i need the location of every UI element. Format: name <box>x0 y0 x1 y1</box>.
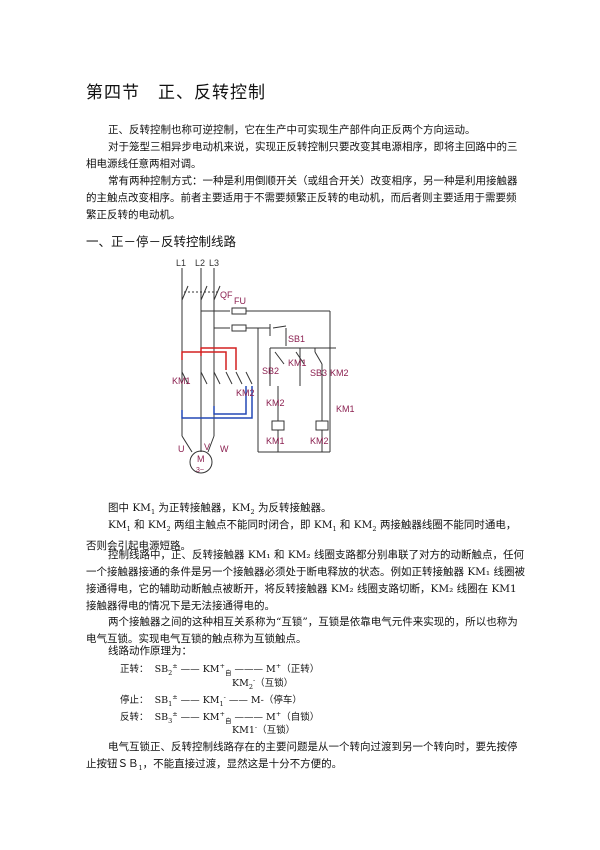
paragraph-conclusion: 电气互锁正、反转控制线路存在的主要问题是从一个转向过渡到另一个转向时，要先按停止… <box>86 741 518 773</box>
paragraph-km-def: 图中 KM1 为正转接触器，KM2 为反转接触器。 <box>108 502 332 517</box>
paragraph-control-explain: 控制线路中，正、反转接触器 KM₁ 和 KM₂ 线圈支路都分别串联了对方的动断触… <box>86 549 525 612</box>
label-w: W <box>220 444 229 454</box>
section-heading: 一、正－停－反转控制线路 <box>86 234 237 249</box>
sequence-reverse: 反转： SB3± —— KM+自 ——— M+（自锁） <box>120 709 320 725</box>
label-l3: L3 <box>209 258 219 268</box>
label-km1-aux: KM1 <box>288 358 307 368</box>
label-km1-coil: KM1 <box>266 436 285 446</box>
label-motor: M <box>197 454 205 464</box>
paragraph-km-constraint: KM1 和 KM2 两组主触点不能同时闭合，即 KM1 和 KM2 两接触器线圈… <box>86 519 517 553</box>
circuit-diagram: L1 L2 L3 QF FU SB1 SB2 SB3 KM1 KM2 KM1 K… <box>172 258 355 474</box>
label-u: U <box>178 444 185 454</box>
paragraph-principle-heading: 线路动作原理为： <box>108 645 192 657</box>
label-km2-interlock: KM2 <box>266 398 285 408</box>
paragraph-intro-3: 常有两种控制方式：一种是利用倒顺开关（或组合开关）改变相序，另一种是利用接触器的… <box>86 175 518 221</box>
label-km1-interlock: KM1 <box>336 404 355 414</box>
label-km2-main: KM2 <box>236 388 255 398</box>
paragraph-interlock-def: 两个接触器之间的这种相互关系称为“互锁”，互锁是依靠电气元件来实现的，所以也称为… <box>86 616 518 645</box>
label-motor-sub: 3~ <box>196 467 204 474</box>
label-fu: FU <box>234 296 246 306</box>
label-l2: L2 <box>195 258 205 268</box>
label-km2-coil: KM2 <box>310 436 329 446</box>
label-km2-aux: KM2 <box>330 368 349 378</box>
label-sb3: SB3 <box>310 368 327 378</box>
label-l1: L1 <box>176 258 186 268</box>
sequence-forward: 正转： SB2± —— KM+自 ——— M+（正转） <box>120 661 320 677</box>
page-title: 第四节 正、反转控制 <box>86 83 266 103</box>
label-sb1: SB1 <box>288 334 305 344</box>
paragraph-intro-2: 对于笼型三相异步电动机来说，实现正反转控制只要改变其电源相序，即将主回路中的三相… <box>86 141 518 170</box>
sequence-forward-interlock: KM2-（互锁） <box>232 675 294 691</box>
label-sb2: SB2 <box>262 366 279 376</box>
label-qf: QF <box>220 290 233 300</box>
paragraph-intro-1: 正、反转控制也称可逆控制，它在生产中可实现生产部件向正反两个方向运动。 <box>108 124 476 136</box>
sequence-stop: 停止： SB1± —— KM1- —— M-（停车） <box>120 692 302 708</box>
label-v: V <box>204 442 210 452</box>
label-km1-main: KM1 <box>172 376 191 386</box>
sequence-reverse-interlock: KM1-（互锁） <box>232 722 296 736</box>
